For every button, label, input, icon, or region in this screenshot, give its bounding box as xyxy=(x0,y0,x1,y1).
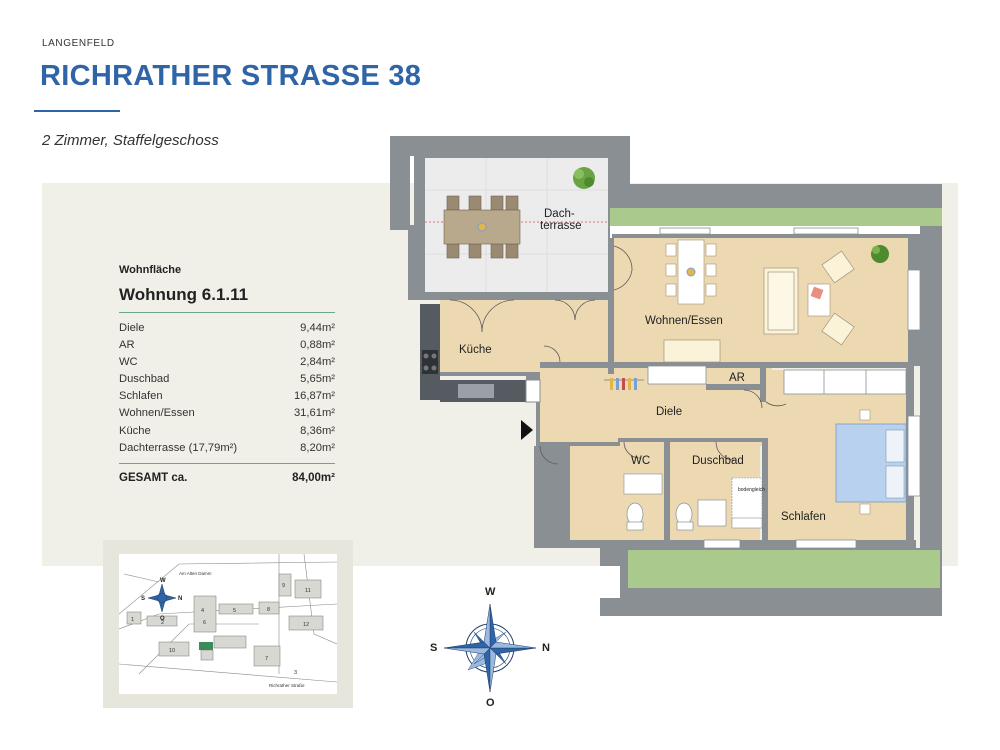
terrace-dining-table xyxy=(443,195,521,259)
table-row: WC 2,84m² xyxy=(119,354,335,371)
table-row: Dachterrasse (17,79m²) 8,20m² xyxy=(119,440,335,457)
green-roof-top xyxy=(610,208,942,226)
table-row: Küche 8,36m² xyxy=(119,423,335,440)
sofa xyxy=(763,267,799,335)
room-name: WC xyxy=(119,356,138,369)
shower-note: bodengleich xyxy=(738,487,765,493)
table-row: Schlafen 16,87m² xyxy=(119,388,335,405)
room-label-duschbad: Duschbad xyxy=(692,455,744,467)
title-underline xyxy=(34,110,120,112)
table-row: Diele 9,44m² xyxy=(119,320,335,337)
room-label-line: Dach- xyxy=(544,208,575,220)
green-roof-bottom xyxy=(628,550,940,588)
room-label-ar: AR xyxy=(729,372,745,384)
block-label: 11 xyxy=(305,588,311,594)
compass-south-label: O xyxy=(486,697,495,709)
armchair xyxy=(821,250,855,346)
block-label: 7 xyxy=(265,656,268,662)
room-area: 2,84m² xyxy=(300,356,335,369)
block-label: 2 xyxy=(161,620,164,626)
room-name: AR xyxy=(119,339,135,352)
entrance-arrow-icon xyxy=(521,420,533,440)
site-compass-east: N xyxy=(178,596,182,602)
room-label-dachterrasse: Dach- terrasse xyxy=(540,208,582,232)
hall-wardrobe xyxy=(647,365,707,385)
site-compass-icon: W N O S xyxy=(141,578,182,622)
room-label-wc: WC xyxy=(631,455,651,467)
room-name: Dachterrasse (17,79m²) xyxy=(119,441,238,454)
compass-north-label: W xyxy=(485,586,496,598)
plant-icon xyxy=(871,245,889,263)
table-row: Wohnen/Essen 31,61m² xyxy=(119,405,335,422)
room-area: 8,20m² xyxy=(300,441,335,454)
coat-rack xyxy=(610,378,637,390)
plant-icon xyxy=(573,167,595,189)
unit-name: Wohnung 6.1.11 xyxy=(119,285,249,304)
site-compass-west: S xyxy=(141,596,145,602)
bed xyxy=(835,409,907,515)
room-area: 8,36m² xyxy=(300,424,335,437)
total-row: GESAMT ca. 84,00m² xyxy=(119,472,335,484)
kitchen-counter xyxy=(420,304,541,403)
room-label-kueche: Küche xyxy=(459,344,492,356)
block-label: 8 xyxy=(267,607,270,613)
apartment-floor xyxy=(440,238,912,548)
street-label: Am Alten Damm xyxy=(179,571,212,576)
room-label-diele: Diele xyxy=(656,406,683,418)
room-label-line: terrasse xyxy=(540,220,582,232)
room-area: 31,61m² xyxy=(293,407,335,420)
room-name: Wohnen/Essen xyxy=(119,407,195,420)
apartment-subtitle: 2 Zimmer, Staffelgeschoss xyxy=(42,132,219,149)
compass-rose-icon xyxy=(443,603,537,693)
highlighted-building xyxy=(199,642,213,650)
total-value: 84,00m² xyxy=(292,472,335,484)
area-heading: Wohnfläche xyxy=(119,264,182,276)
area-table-bottom-rule xyxy=(119,463,335,464)
site-plan-drawing: 1 2 3 4 5 6 7 8 9 10 11 12 Am Alten Damm… xyxy=(119,554,337,688)
table-row: Duschbad 5,65m² xyxy=(119,371,335,388)
page-title: RICHRATHER STRASSE 38 xyxy=(40,60,422,92)
site-compass-north: W xyxy=(160,578,166,584)
room-area: 5,65m² xyxy=(300,373,335,386)
location-label: LANGENFELD xyxy=(42,38,115,49)
block-label: 6 xyxy=(203,620,206,626)
bath-fixtures xyxy=(675,477,763,531)
site-compass-south: O xyxy=(160,616,165,622)
block-label: 9 xyxy=(282,583,285,589)
room-name: Diele xyxy=(119,322,145,334)
room-area: 0,88m² xyxy=(300,339,335,352)
site-plan: 1 2 3 4 5 6 7 8 9 10 11 12 Am Alten Damm… xyxy=(103,540,353,708)
sideboard xyxy=(663,339,721,363)
room-area: 9,44m² xyxy=(300,322,335,334)
site-plan-map: 1 2 3 4 5 6 7 8 9 10 11 12 Am Alten Damm… xyxy=(119,554,337,694)
room-name: Küche xyxy=(119,424,151,437)
dining-table xyxy=(665,239,717,305)
table-row: AR 0,88m² xyxy=(119,337,335,354)
total-label: GESAMT ca. xyxy=(119,472,188,484)
block-label: 5 xyxy=(233,608,236,614)
block-label: 1 xyxy=(131,617,134,623)
room-name: Duschbad xyxy=(119,373,170,386)
block-label: 12 xyxy=(303,622,309,628)
room-area: 16,87m² xyxy=(293,390,335,403)
compass-east-label: N xyxy=(542,642,550,654)
wc-fixtures xyxy=(623,473,663,531)
compass-west-label: S xyxy=(430,642,438,654)
room-label-schlafen: Schlafen xyxy=(781,511,826,523)
block-label: 10 xyxy=(169,648,175,654)
area-table: Diele 9,44m² AR 0,88m² WC 2,84m² Duschbad 5,… xyxy=(119,320,335,457)
area-table-top-rule xyxy=(119,312,335,313)
room-label-wohnen: Wohnen/Essen xyxy=(645,315,723,327)
block-label: 3 xyxy=(294,670,297,676)
block-label: 4 xyxy=(201,608,204,614)
bedroom-wardrobe xyxy=(783,369,907,395)
street-label: Richrather Straße xyxy=(269,683,305,688)
room-name: Schlafen xyxy=(119,390,163,403)
